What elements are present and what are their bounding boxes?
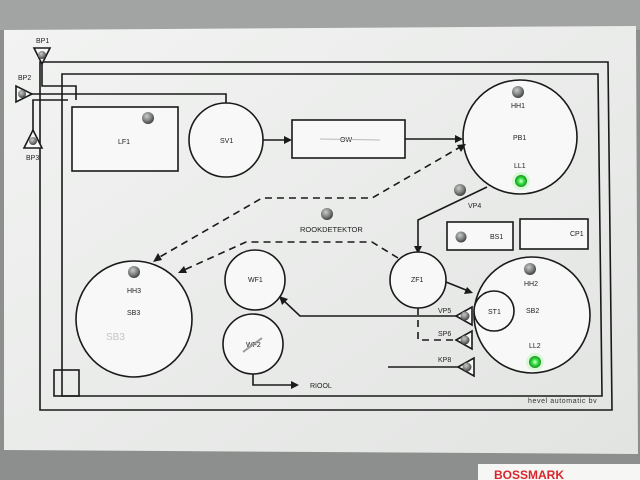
pb1-label: PB1: [513, 135, 526, 142]
arrow-zf1-hh2: [464, 287, 473, 294]
bp-line-1: [41, 64, 77, 100]
bp3-bolt: [29, 137, 37, 145]
sb3-label: SB3: [127, 310, 140, 317]
ow-label: OW: [340, 137, 352, 144]
arrow-dashed-pb1: [457, 144, 466, 152]
cp1-label: CP1: [570, 231, 584, 238]
kp8-label: KP8: [438, 357, 451, 364]
ll1-led: [515, 175, 527, 187]
sb3-faded-label: SB3: [106, 332, 125, 343]
lf1-bolt: [142, 112, 154, 124]
sticker-text: BOSSMARK: [494, 468, 564, 480]
sv1-label: SV1: [220, 138, 233, 145]
hh1-bolt: [512, 86, 524, 98]
vp4-bolt: [454, 184, 466, 196]
bp-line-3: [32, 99, 68, 130]
rookdetektor-label: ROOKDETEKTOR: [300, 225, 363, 234]
line-zf1-hh2: [445, 281, 467, 291]
pb1-circle: [462, 79, 578, 195]
riool-label: RIOOL: [310, 383, 332, 390]
zf1-label: ZF1: [411, 277, 424, 284]
arrow-riool: [291, 381, 299, 389]
bp-line-2: [32, 93, 227, 104]
st1-circle: [473, 290, 515, 332]
arrow-dashed-hh3-lower: [178, 266, 187, 273]
bp1-label: BP1: [36, 38, 49, 45]
ll1-label: LL1: [514, 163, 526, 170]
sticker-background: [478, 464, 640, 480]
bp2-label: BP2: [18, 75, 31, 82]
outer-frame: [39, 61, 613, 411]
hh2-bolt: [524, 263, 536, 275]
sp6-bolt: [460, 335, 470, 345]
line-pb1-zf1: [417, 186, 488, 248]
bs1-label: BS1: [490, 234, 503, 241]
sb3-circle: [75, 260, 193, 378]
ll2-label: LL2: [529, 343, 541, 350]
hh1-label: HH1: [511, 103, 525, 110]
sb2-label: SB2: [526, 308, 539, 315]
line-vp5-wf1: [282, 299, 456, 317]
line-wf2-riool: [252, 374, 292, 386]
bs1-bolt: [455, 231, 467, 243]
hh2-label: HH2: [524, 281, 538, 288]
wf1-circle: [224, 249, 286, 311]
bp3-label: BP3: [26, 155, 39, 162]
corner-square: [53, 369, 80, 397]
lf1-box: [71, 106, 179, 172]
st1-label: ST1: [488, 309, 501, 316]
arrow-ow-pb1: [455, 135, 463, 143]
sp6-label: SP6: [438, 331, 451, 338]
ll2-led: [529, 356, 541, 368]
vp4-label: VP4: [468, 203, 481, 210]
arrow-pb1-zf1: [414, 246, 422, 254]
wf1-label: WF1: [248, 277, 263, 284]
rookdetektor-bolt: [321, 208, 333, 220]
ow-scratch: [319, 138, 381, 141]
vp5-label: VP5: [438, 308, 451, 315]
dashed-zf1-hh3: [183, 241, 399, 271]
arrow-vp5-wf1: [279, 296, 288, 305]
ow-box: [291, 119, 406, 159]
brand-label: hevel automatic bv: [528, 398, 597, 405]
bp2-bolt: [18, 90, 26, 98]
vp5-bolt: [460, 311, 470, 321]
hh3-label: HH3: [127, 288, 141, 295]
lf1-label: LF1: [118, 139, 130, 146]
cp1-box: [519, 218, 589, 250]
kp8-bolt: [462, 362, 472, 372]
arrow-dashed-hh3-upper: [153, 253, 162, 262]
inner-frame: [61, 73, 603, 397]
arrow-sv1-ow: [284, 136, 292, 144]
bp1-bolt: [38, 51, 46, 59]
hh3-bolt: [128, 266, 140, 278]
dashed-pb1-hh3: [157, 145, 463, 259]
wall-top-band: [0, 0, 640, 30]
wf2-scratch: [242, 337, 263, 353]
